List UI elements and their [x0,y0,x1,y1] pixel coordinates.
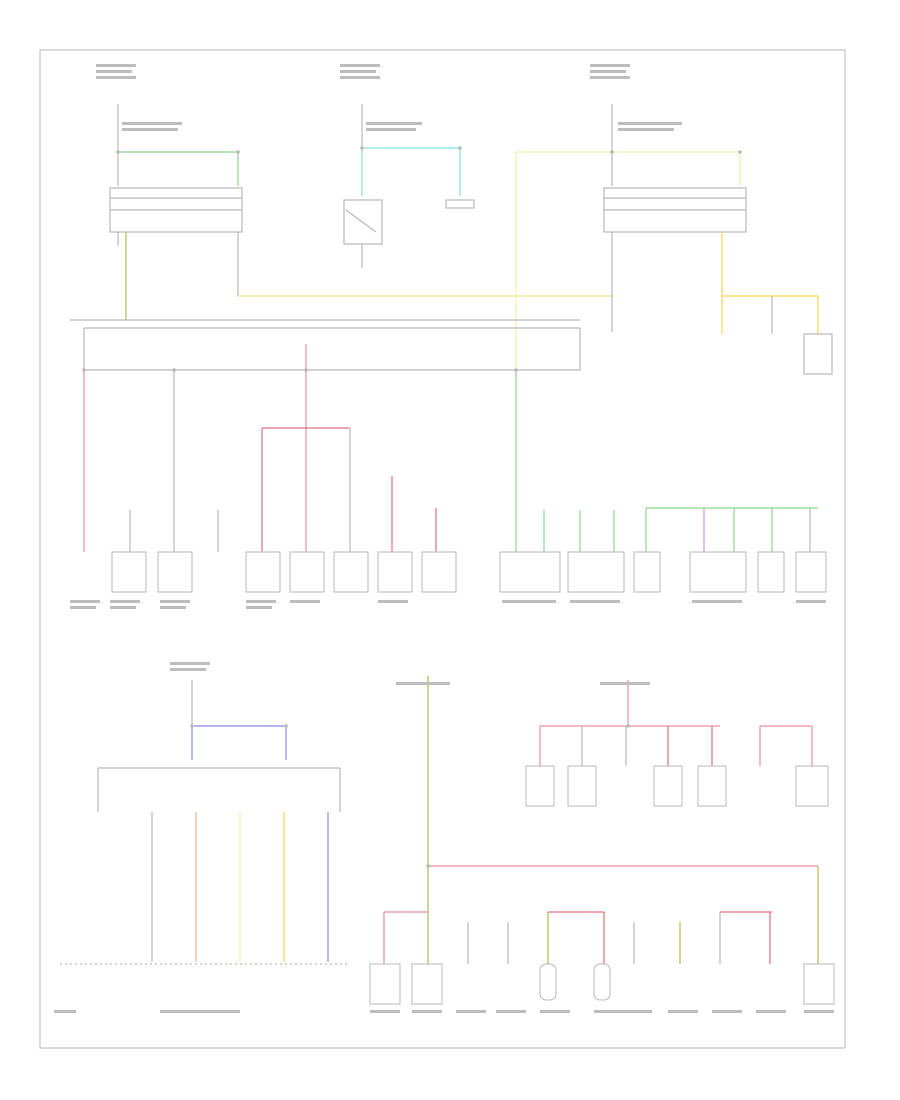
upper-components [111,551,827,593]
lower-components [369,765,835,1005]
upper-branches [83,344,818,552]
terminals [82,146,742,868]
diagram-frame [39,49,846,1049]
lower-left-section [60,680,350,965]
annotation-placeholders [54,64,834,1013]
lower-right-section [383,676,819,964]
upper-bus [70,319,581,371]
top-power-section [109,104,833,375]
